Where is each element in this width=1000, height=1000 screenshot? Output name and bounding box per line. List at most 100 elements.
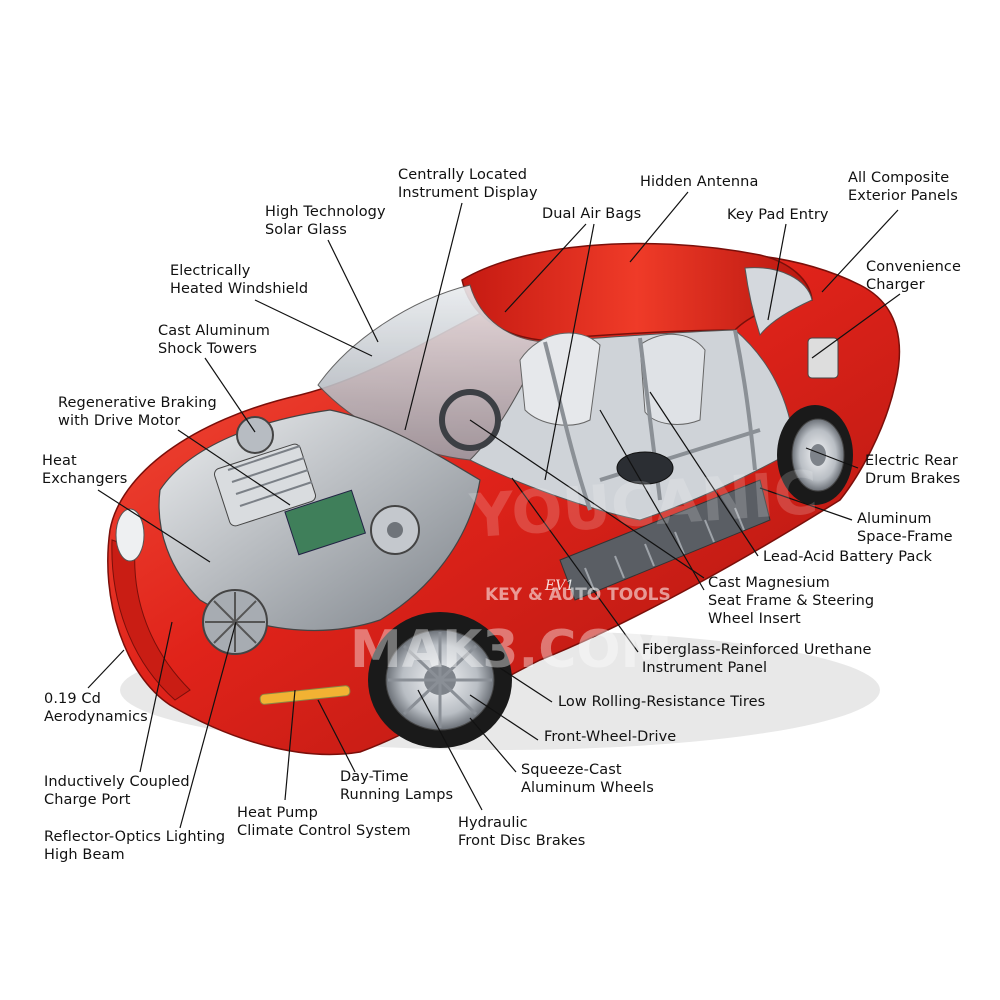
callout-line: Electric Rear	[865, 453, 958, 469]
callout-shock-towers: Cast Aluminum Shock Towers	[158, 322, 270, 358]
shock-tower	[236, 416, 274, 454]
leader-urethane-panel	[511, 477, 639, 653]
callout-instrument-display: Centrally Located Instrument Display	[398, 166, 538, 202]
callout-line: Hydraulic	[458, 815, 528, 831]
watermark-tagline: KEY & AUTO TOOLS	[485, 585, 671, 605]
leader-battery-pack	[649, 391, 759, 557]
side-sill	[559, 479, 771, 601]
callout-line: Instrument Display	[398, 185, 538, 201]
callout-line: High Beam	[44, 847, 125, 863]
leader-heat-pump	[284, 689, 296, 801]
leader-solar-glass	[327, 239, 379, 343]
leader-front-disc-brakes	[417, 689, 483, 811]
steering-wheel	[439, 389, 501, 451]
leader-dual-air-bags-b	[544, 223, 595, 481]
leader-hidden-antenna	[629, 191, 689, 263]
callout-heat-pump: Heat Pump Climate Control System	[237, 804, 411, 840]
leader-space-frame	[759, 487, 853, 521]
callout-line: Low Rolling-Resistance Tires	[558, 694, 766, 710]
callout-rear-drum-brakes: Electric Rear Drum Brakes	[865, 452, 960, 488]
callout-running-lamps: Day-Time Running Lamps	[340, 768, 453, 804]
rear-window	[744, 267, 813, 337]
callout-line: Drum Brakes	[865, 471, 961, 487]
callout-line: Electrically	[170, 263, 251, 279]
leader-key-pad-entry	[767, 223, 787, 321]
leader-high-beam	[179, 621, 237, 829]
callout-line: Exterior Panels	[848, 188, 958, 204]
callout-line: with Drive Motor	[58, 413, 181, 429]
callout-line: Front-Wheel-Drive	[544, 729, 677, 745]
callout-line: 0.19 Cd	[44, 691, 101, 707]
callout-line: Lead-Acid Battery Pack	[763, 549, 933, 565]
callout-line: Cast Magnesium	[708, 575, 830, 591]
callout-heated-windshield: Electrically Heated Windshield	[170, 262, 308, 298]
callout-line: Instrument Panel	[642, 660, 768, 676]
battery-cells	[584, 507, 745, 591]
callout-key-pad-entry: Key Pad Entry	[727, 206, 829, 224]
callout-line: Space-Frame	[857, 529, 953, 545]
callout-line: Aluminum Wheels	[521, 780, 654, 796]
callout-urethane-panel: Fiberglass-Reinforced Urethane Instrumen…	[642, 641, 872, 677]
callout-high-beam: Reflector-Optics Lighting High Beam	[44, 828, 225, 864]
callout-line: Aerodynamics	[44, 709, 148, 725]
callout-line: Heat Pump	[237, 805, 318, 821]
callout-front-wheel-drive: Front-Wheel-Drive	[544, 728, 676, 746]
callout-heat-exchangers: Heat Exchangers	[42, 452, 127, 488]
callout-solar-glass: High Technology Solar Glass	[265, 203, 386, 239]
running-lamp	[259, 685, 351, 705]
leader-instrument-display	[404, 202, 463, 431]
watermark-domain: MAK3.COM	[350, 620, 673, 680]
callout-dual-air-bags: Dual Air Bags	[542, 205, 641, 223]
leader-magnesium-seat-a	[469, 419, 705, 579]
callout-line: Climate Control System	[237, 823, 411, 839]
callout-line: Centrally Located	[398, 167, 528, 183]
callout-magnesium-seat: Cast Magnesium Seat Frame & Steering Whe…	[708, 574, 874, 628]
callout-line: Heat	[42, 453, 77, 469]
fan-blades	[205, 592, 265, 652]
callout-line: Exchangers	[42, 471, 128, 487]
callout-line: Running Lamps	[340, 787, 454, 803]
seat-back	[519, 332, 601, 426]
callout-line: Wheel Insert	[708, 611, 801, 627]
callout-front-disc-brakes: Hydraulic Front Disc Brakes	[458, 814, 585, 850]
leader-heat-exchangers	[97, 489, 211, 563]
callout-line: High Technology	[265, 204, 386, 220]
circuit-board	[284, 489, 367, 556]
callout-line: Day-Time	[340, 769, 409, 785]
leader-regen-braking	[177, 429, 291, 506]
callout-line: Cast Aluminum	[158, 323, 270, 339]
leader-heated-windshield	[254, 299, 373, 357]
callout-battery-pack: Lead-Acid Battery Pack	[763, 548, 932, 566]
callout-charge-port: Inductively Coupled Charge Port	[44, 773, 190, 809]
leader-front-wheel-drive	[469, 694, 539, 741]
callout-line: All Composite	[848, 170, 950, 186]
callout-line: Front Disc Brakes	[458, 833, 586, 849]
pulley-hub	[387, 522, 403, 538]
callout-line: Charge Port	[44, 792, 131, 808]
headlamp	[115, 508, 145, 562]
callout-line: Dual Air Bags	[542, 206, 642, 222]
rear-wheel	[777, 405, 853, 505]
leader-running-lamps	[317, 699, 356, 773]
callout-line: Fiberglass-Reinforced Urethane	[642, 642, 872, 658]
callout-line: Inductively Coupled	[44, 774, 190, 790]
callout-line: Heated Windshield	[170, 281, 309, 297]
callout-line: Seat Frame & Steering	[708, 593, 875, 609]
leader-shock-towers	[204, 357, 256, 433]
leader-low-rolling-tires	[499, 667, 553, 703]
callout-line: Charger	[866, 277, 925, 293]
leader-dual-air-bags-a	[504, 223, 587, 313]
side-mirror	[616, 451, 674, 485]
leader-aerodynamics	[87, 649, 125, 689]
callout-convenience-charger: Convenience Charger	[866, 258, 961, 294]
callout-line: Hidden Antenna	[640, 174, 759, 190]
callout-line: Key Pad Entry	[727, 207, 829, 223]
callout-line: Reflector-Optics Lighting	[44, 829, 226, 845]
charger-box	[807, 337, 839, 379]
leader-rear-drum-brakes	[805, 447, 859, 469]
callout-low-rolling-tires: Low Rolling-Resistance Tires	[558, 693, 765, 711]
front-wheel	[368, 612, 512, 748]
leader-charge-port	[139, 621, 173, 773]
callout-line: Shock Towers	[158, 341, 258, 357]
